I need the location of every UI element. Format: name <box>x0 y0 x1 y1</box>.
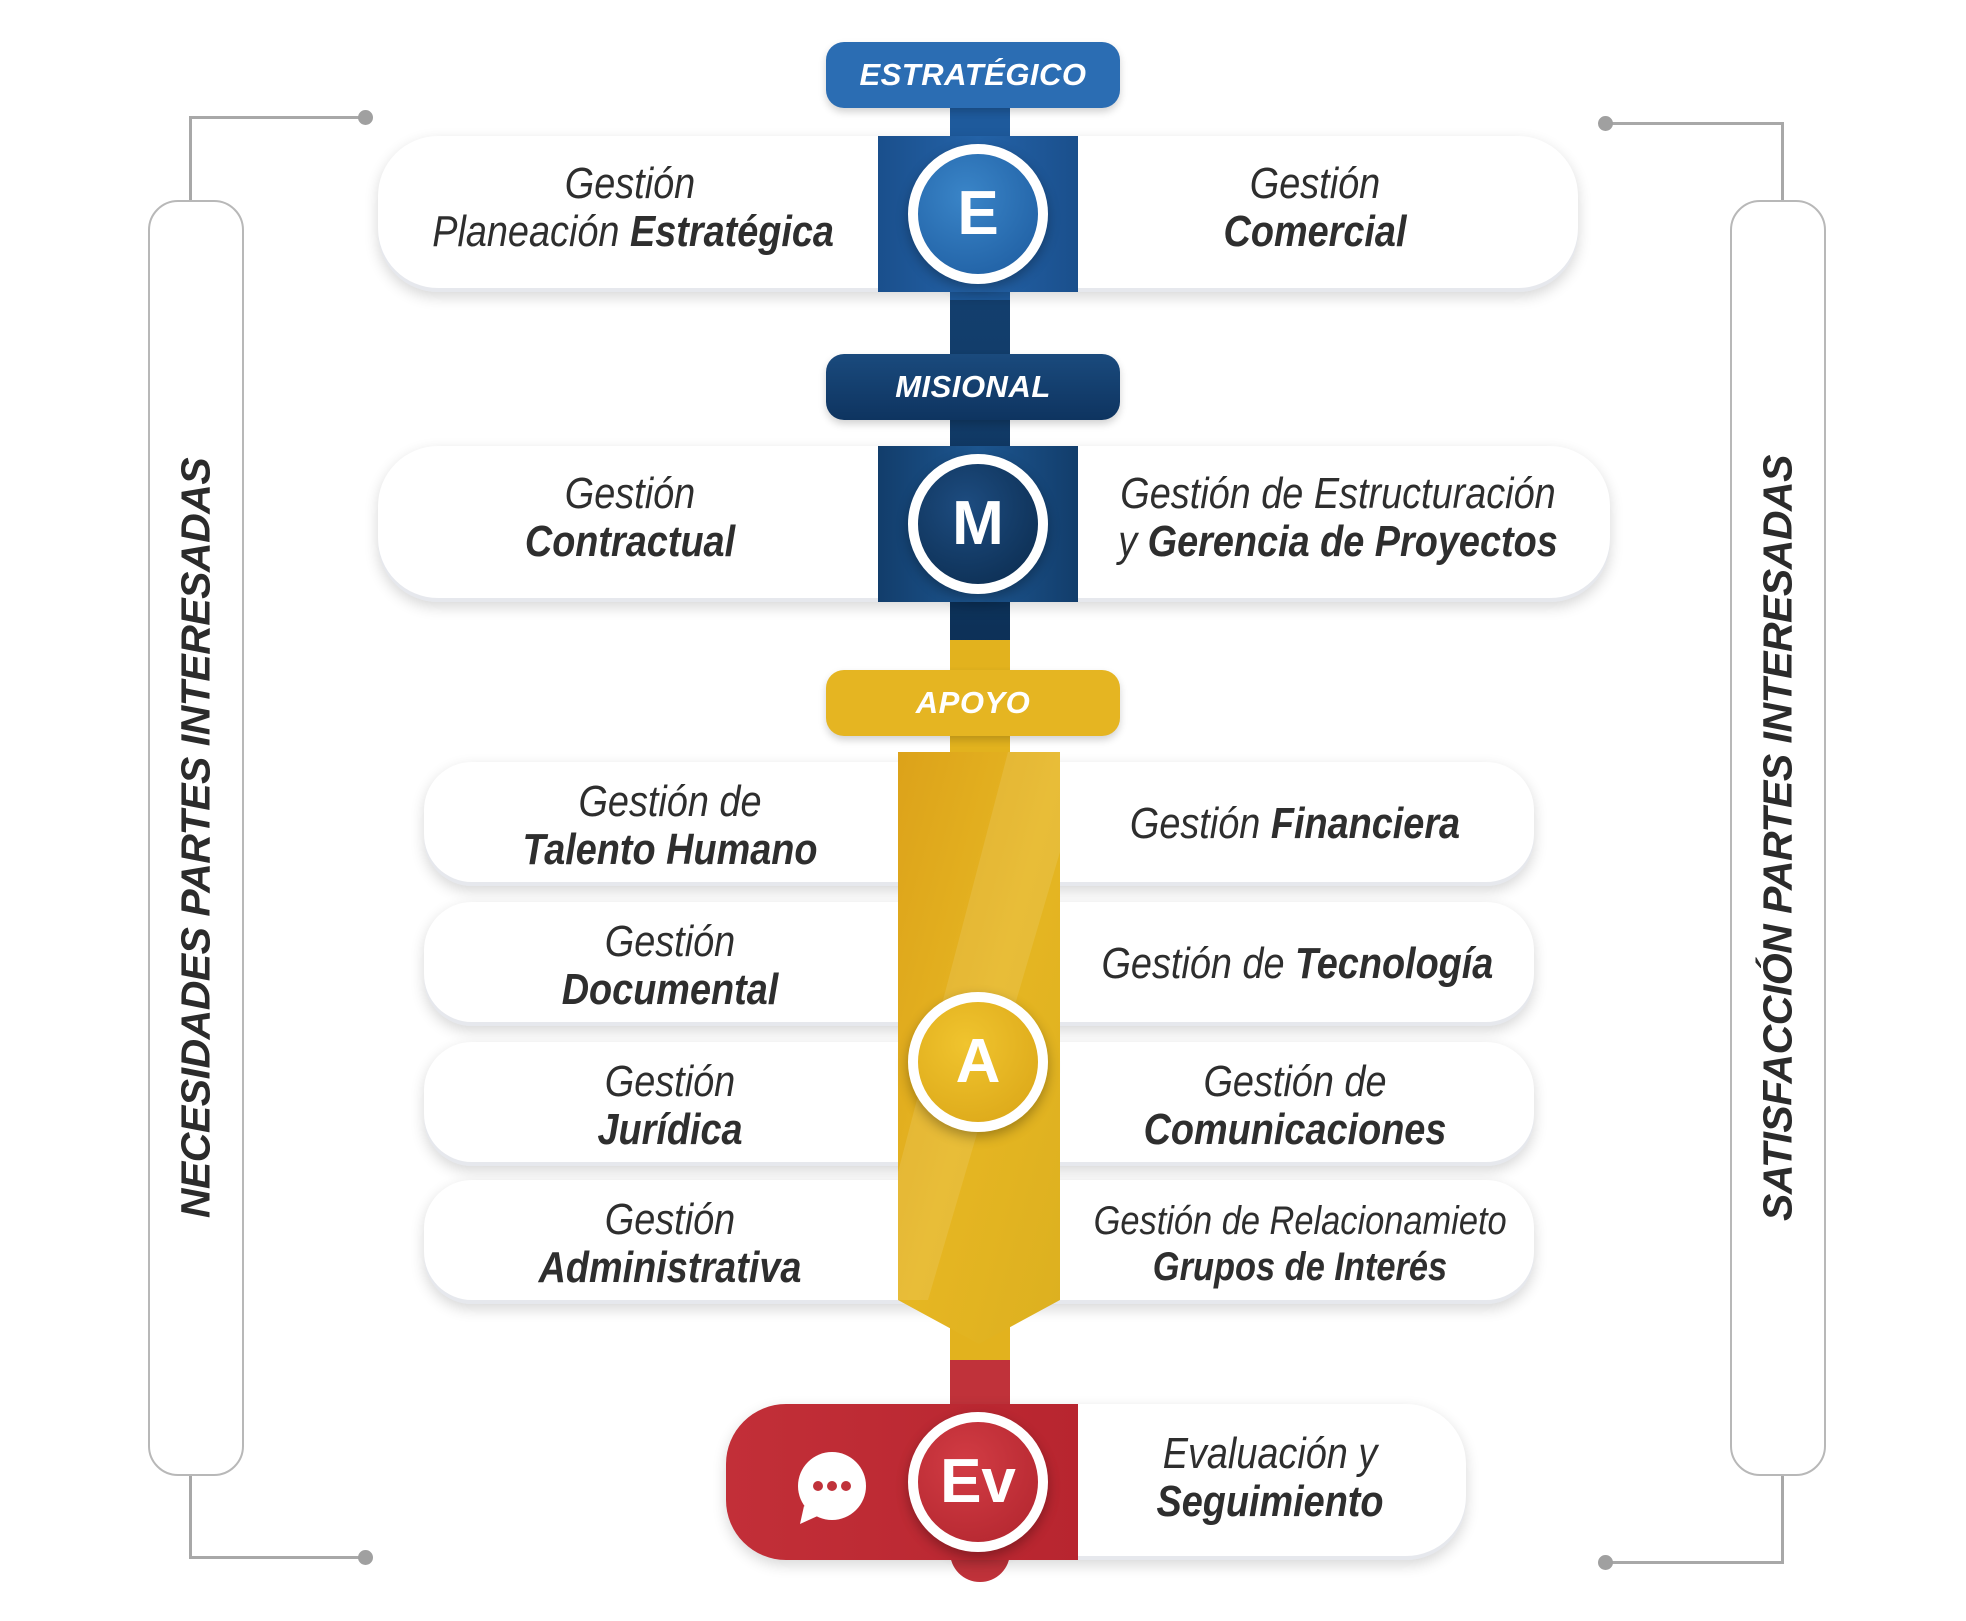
left-bracket-top-h <box>189 116 365 119</box>
left-side-label: NECESIDADES PARTES INTERESADAS <box>172 457 219 1219</box>
right-bracket-top-v <box>1781 122 1784 202</box>
gestion-planeacion-estrategica: Gestión Planeación Estratégica <box>432 159 834 256</box>
estrategico-circle-e: E <box>908 144 1048 284</box>
gestion-comercial: Gestión Comercial <box>1223 159 1407 256</box>
chat-bubble-icon <box>794 1450 870 1526</box>
gestion-estructuracion-gerencia-proyectos: Gestión de Estructuración y Gerencia de … <box>1118 469 1558 566</box>
apoyo-circle-a: A <box>908 992 1048 1132</box>
right-side-pill: SATISFACCIÓN PARTES INTERESADAS <box>1730 200 1826 1476</box>
evaluacion-circle-ev: Ev <box>908 1412 1048 1552</box>
gestion-tecnologia: Gestión de Tecnología <box>1101 939 1494 988</box>
gestion-documental: Gestión Documental <box>561 917 779 1014</box>
right-bracket-top-dot <box>1598 116 1613 131</box>
misional-circle-m: M <box>908 454 1048 594</box>
left-bracket-bottom-dot <box>358 1550 373 1565</box>
left-bracket-top-dot <box>358 110 373 125</box>
left-side-pill: NECESIDADES PARTES INTERESADAS <box>148 200 244 1476</box>
misional-header: MISIONAL <box>826 354 1120 420</box>
right-bracket-bottom-dot <box>1598 1555 1613 1570</box>
right-bracket-top-h <box>1608 122 1784 125</box>
gestion-relacionamiento-grupos-interes: Gestión de Relacionamieto Grupos de Inte… <box>1093 1199 1507 1289</box>
left-bracket-bottom-h <box>189 1556 365 1559</box>
evaluacion-seguimiento: Evaluación y Seguimiento <box>1156 1429 1384 1526</box>
gestion-financiera: Gestión Financiera <box>1129 799 1461 848</box>
gestion-contractual: Gestión Contractual <box>524 469 736 566</box>
right-bracket-bottom-v <box>1781 1474 1784 1564</box>
apoyo-header: APOYO <box>826 670 1120 736</box>
gestion-comunicaciones: Gestión de Comunicaciones <box>1143 1057 1447 1154</box>
right-side-label: SATISFACCIÓN PARTES INTERESADAS <box>1754 455 1801 1221</box>
right-bracket-bottom-h <box>1608 1561 1784 1564</box>
left-bracket-top-v <box>189 116 192 202</box>
gestion-administrativa: Gestión Administrativa <box>538 1195 802 1292</box>
left-bracket-bottom-v <box>189 1474 192 1558</box>
gestion-juridica: Gestión Jurídica <box>597 1057 743 1154</box>
estrategico-header: ESTRATÉGICO <box>826 42 1120 108</box>
gestion-talento-humano: Gestión de Talento Humano <box>522 777 818 874</box>
